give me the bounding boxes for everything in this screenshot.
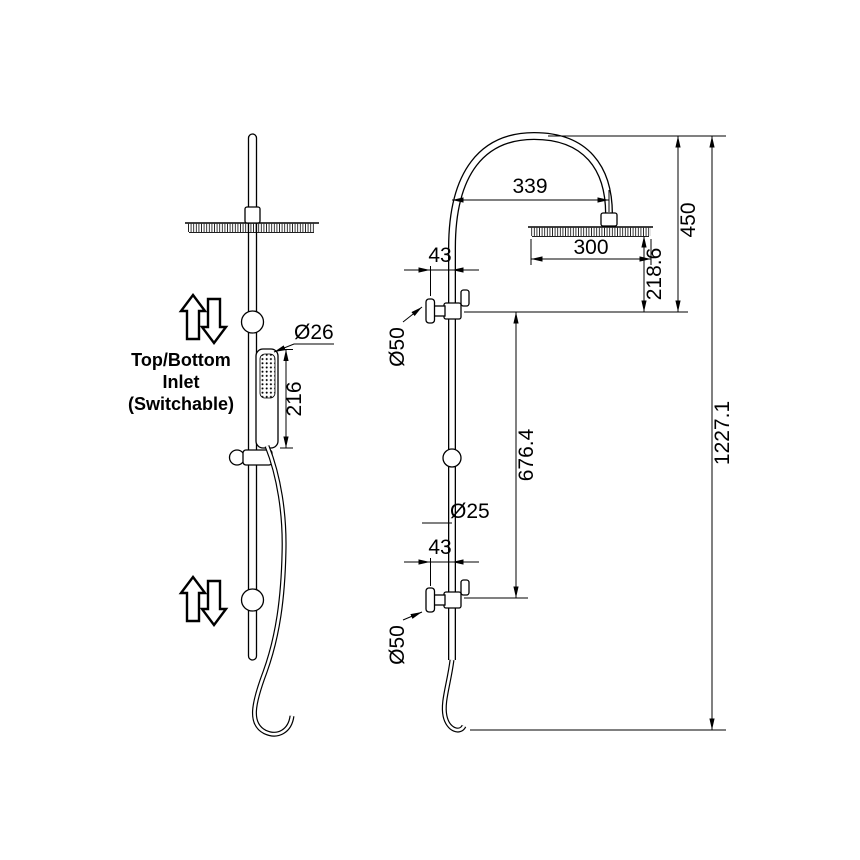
dim-leader <box>273 343 334 353</box>
head-spray-hatch <box>188 223 315 232</box>
head-collar <box>244 206 261 224</box>
dim-top-height-450: 450 <box>675 136 700 312</box>
dim-label: 339 <box>512 175 547 198</box>
dim-label: Ø50 <box>386 327 409 367</box>
hose-tail <box>441 659 467 733</box>
inlet-note-line1: Top/Bottom <box>131 350 231 370</box>
dim-flange-bottom-50: Ø50 <box>386 611 423 665</box>
dim-label: Ø25 <box>450 500 490 523</box>
dim-bracket-spacing-676-4: 676.4 <box>464 312 538 599</box>
dim-bracket-offset-bottom-43: 43 <box>404 536 479 586</box>
wall-flange <box>425 587 436 613</box>
dim-label: Ø26 <box>294 321 334 344</box>
dim-label: 43 <box>428 536 451 559</box>
bottom-wall-bracket <box>425 579 470 613</box>
inlet-note-line2: Inlet <box>162 372 199 392</box>
side-rail-gooseneck <box>448 131 613 660</box>
dim-flange-top-50: Ø50 <box>386 306 423 367</box>
slider-knob-side <box>442 448 462 468</box>
wall-flange <box>425 298 436 324</box>
top-inlet-connector <box>240 310 265 334</box>
diverter-pin <box>460 579 470 596</box>
dim-hand-shower-diameter: Ø26 <box>273 321 334 353</box>
dim-label: 218.6 <box>643 248 666 301</box>
dim-hand-shower-length: 216 <box>280 349 306 449</box>
up-arrow-icon <box>178 575 208 623</box>
dim-label: Ø50 <box>386 625 409 665</box>
inlet-note-line3: (Switchable) <box>128 394 234 414</box>
dim-label: 216 <box>283 381 306 416</box>
head-spray-hatch <box>530 227 651 236</box>
dim-label: 676.4 <box>515 428 538 481</box>
hand-shower-face <box>259 353 276 399</box>
diverter-pin <box>460 289 470 307</box>
top-wall-bracket <box>425 289 470 324</box>
bracket-collar <box>443 302 462 320</box>
head-connector <box>600 212 618 227</box>
dim-bracket-offset-top-43: 43 <box>404 244 479 296</box>
dim-overall-height-1227-1: 1227.1 <box>709 136 734 730</box>
shower-hose <box>251 445 295 737</box>
dim-label: 300 <box>573 236 608 259</box>
top-inlet-arrows-icon <box>178 293 229 345</box>
dim-label: 450 <box>677 202 700 237</box>
down-arrow-icon <box>199 297 229 345</box>
hand-shower <box>255 348 279 449</box>
side-shower-head <box>528 226 653 238</box>
dim-rail-diameter-25: Ø25 <box>422 500 490 524</box>
down-arrow-icon <box>199 579 229 627</box>
slider-knob <box>228 449 246 466</box>
inlet-note: Top/Bottom Inlet (Switchable) <box>128 350 234 414</box>
dim-arm-reach-339: 339 <box>452 175 610 212</box>
front-shower-head <box>185 222 319 233</box>
dim-head-width-300: 300 <box>530 236 652 265</box>
front-view: Top/Bottom Inlet (Switchable) Ø26 216 <box>128 133 334 737</box>
side-view: 339 300 218.6 450 1227.1 <box>386 131 734 733</box>
bracket-collar <box>443 591 462 609</box>
bottom-inlet-connector <box>240 588 265 612</box>
bottom-inlet-arrows-icon <box>178 575 229 627</box>
dim-head-to-bracket-218-6: 218.6 <box>641 236 666 312</box>
up-arrow-icon <box>178 293 208 341</box>
dim-label: 43 <box>428 244 451 267</box>
dim-label: 1227.1 <box>711 401 734 465</box>
